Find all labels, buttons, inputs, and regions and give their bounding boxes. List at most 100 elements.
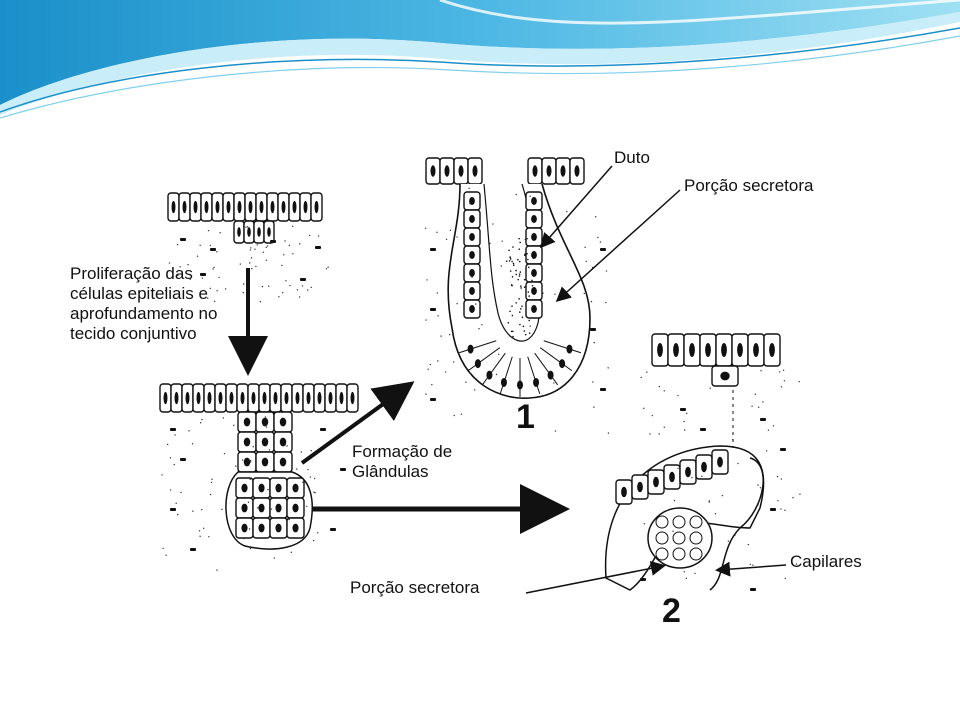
cell-nucleus xyxy=(717,457,723,468)
cell-nucleus xyxy=(705,343,711,357)
endocrine-gland xyxy=(606,334,780,590)
cell-nucleus xyxy=(720,372,729,381)
cell-nucleus xyxy=(653,477,659,488)
figure-number-1: 1 xyxy=(516,398,535,437)
cell-nucleus xyxy=(685,467,691,478)
cell-nucleus xyxy=(219,392,223,404)
cell-nucleus xyxy=(186,392,190,404)
header-wave-decoration xyxy=(0,0,960,130)
cell-nucleus xyxy=(275,524,281,533)
cell-nucleus xyxy=(469,287,475,295)
cell-nucleus xyxy=(205,201,209,213)
cell-nucleus xyxy=(282,201,286,213)
cell-nucleus xyxy=(329,392,333,404)
cell-nucleus xyxy=(244,418,250,427)
cell-nucleus xyxy=(175,392,179,404)
cell-nucleus xyxy=(296,392,300,404)
cell-nucleus xyxy=(262,418,268,427)
cell-nucleus xyxy=(531,305,537,313)
cell-nucleus xyxy=(216,201,220,213)
cell-nucleus xyxy=(531,269,537,277)
label-duto: Duto xyxy=(614,148,650,168)
cell-nucleus xyxy=(241,524,247,533)
figure-number-2: 2 xyxy=(662,592,681,631)
cell-nucleus xyxy=(164,392,168,404)
cell-nucleus xyxy=(637,482,643,493)
cell-nucleus xyxy=(293,201,297,213)
label-porcao-secretora-top: Porção secretora xyxy=(684,176,813,196)
cell-nucleus xyxy=(249,201,253,213)
cell-nucleus xyxy=(721,343,727,357)
cell-nucleus xyxy=(292,484,298,493)
cell-nucleus xyxy=(657,343,663,357)
label-formation: Formação de Glândulas xyxy=(352,442,452,482)
cell-nucleus xyxy=(258,484,264,493)
cell-nucleus xyxy=(307,392,311,404)
cell-nucleus xyxy=(737,343,743,357)
cell-nucleus xyxy=(430,165,435,176)
label-proliferation: Proliferação das células epiteliais e ap… xyxy=(70,264,217,344)
label-formation-line-1: Formação de xyxy=(352,442,452,462)
label-porcao-secretora-bottom: Porção secretora xyxy=(350,578,479,598)
cell-nucleus xyxy=(244,458,250,467)
cell-nucleus xyxy=(238,201,242,213)
cell-nucleus xyxy=(258,504,264,513)
cell-nucleus xyxy=(275,504,281,513)
cell-nucleus xyxy=(252,392,256,404)
cell-nucleus xyxy=(531,233,537,241)
cell-nucleus xyxy=(208,392,212,404)
label-proliferation-line-3: aprofundamento no xyxy=(70,304,217,324)
cell-nucleus xyxy=(241,484,247,493)
label-proliferation-line-4: tecido conjuntivo xyxy=(70,324,217,344)
label-proliferation-line-2: células epiteliais e xyxy=(70,284,217,304)
cell-nucleus xyxy=(532,165,537,176)
cell-nucleus xyxy=(469,269,475,277)
cell-nucleus xyxy=(247,227,251,237)
epithelium-initial xyxy=(168,193,322,243)
label-formation-line-2: Glândulas xyxy=(352,462,452,482)
cell-nucleus xyxy=(241,392,245,404)
cell-nucleus xyxy=(292,524,298,533)
cell-nucleus xyxy=(241,504,247,513)
cell-nucleus xyxy=(260,201,264,213)
cell-nucleus xyxy=(531,215,537,223)
exocrine-gland xyxy=(426,158,590,398)
cell-nucleus xyxy=(689,343,695,357)
cell-nucleus xyxy=(469,233,475,241)
cell-nucleus xyxy=(318,392,322,404)
cell-nucleus xyxy=(340,392,344,404)
cell-nucleus xyxy=(469,251,475,259)
gland-formation-figure: Proliferação das células epiteliais e ap… xyxy=(60,128,892,638)
cell-nucleus xyxy=(469,305,475,313)
cell-nucleus xyxy=(458,165,463,176)
cell-nucleus xyxy=(769,343,775,357)
cell-nucleus xyxy=(262,438,268,447)
cell-nucleus xyxy=(258,524,264,533)
cell-nucleus xyxy=(753,343,759,357)
cell-nucleus xyxy=(285,392,289,404)
cell-nucleus xyxy=(304,201,308,213)
cell-nucleus xyxy=(669,472,675,483)
cell-nucleus xyxy=(262,458,268,467)
cell-nucleus xyxy=(197,392,201,404)
cell-nucleus xyxy=(315,201,319,213)
cell-nucleus xyxy=(194,201,198,213)
pointer-capilares xyxy=(718,565,786,570)
cell-nucleus xyxy=(531,197,537,205)
cell-nucleus xyxy=(271,201,275,213)
cell-nucleus xyxy=(244,438,250,447)
cell-nucleus xyxy=(275,484,281,493)
cell-nucleus xyxy=(263,392,267,404)
cell-nucleus xyxy=(230,392,234,404)
epithelium-invagination xyxy=(160,384,358,549)
cell-nucleus xyxy=(172,201,176,213)
label-capilares: Capilares xyxy=(790,552,862,572)
cell-nucleus xyxy=(673,343,679,357)
cell-nucleus xyxy=(280,418,286,427)
cell-nucleus xyxy=(183,201,187,213)
cell-nucleus xyxy=(546,165,551,176)
cell-nucleus xyxy=(292,504,298,513)
cell-nucleus xyxy=(469,215,475,223)
cell-nucleus xyxy=(274,392,278,404)
